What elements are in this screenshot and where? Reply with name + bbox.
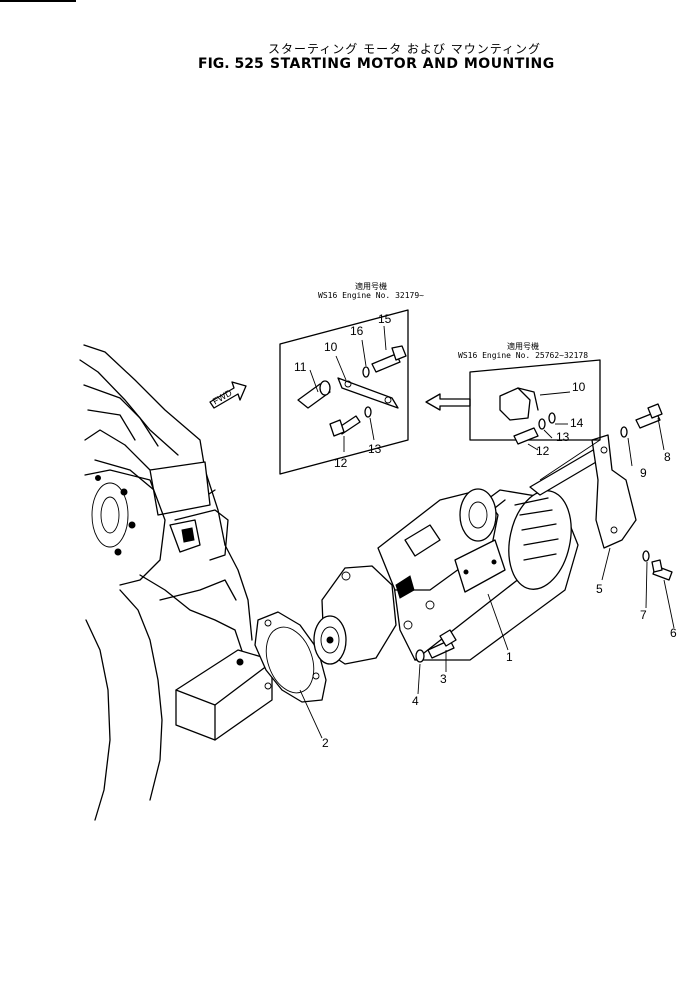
corner-rule	[0, 0, 76, 2]
upper-note-label: 適用号機	[354, 282, 387, 291]
callout-upper-12: 12	[334, 456, 348, 470]
callout-upper-16: 16	[350, 324, 364, 338]
callout-5: 5	[596, 582, 603, 596]
detail-box-right	[469, 359, 601, 445]
detail-box-upper	[279, 309, 409, 475]
callout-7: 7	[640, 608, 647, 622]
callout-2: 2	[322, 736, 329, 750]
fwd-arrow	[209, 381, 247, 409]
upper-note: 適用号機 WS16 Engine No. 32179~	[318, 282, 424, 300]
callout-right-14: 14	[570, 416, 584, 430]
callout-upper-13: 13	[368, 442, 382, 456]
title-japanese: スターティング モータ および マウンティング	[268, 42, 542, 56]
callout-6: 6	[670, 626, 677, 640]
reference-arrow	[425, 393, 471, 411]
figure-number: FIG. 525	[198, 56, 264, 72]
callout-right-13: 13	[556, 430, 570, 444]
callout-4: 4	[412, 694, 419, 708]
callout-8: 8	[664, 450, 671, 464]
bolt-3-washer-4	[415, 629, 457, 663]
bolt-8-washer-9	[620, 403, 663, 438]
gasket	[254, 611, 327, 703]
right-note-label: 適用号機	[507, 342, 540, 351]
callout-right-12: 12	[536, 444, 550, 458]
upper-note-text: WS16 Engine No. 32179~	[318, 291, 424, 300]
figure-title: STARTING MOTOR AND MOUNTING	[270, 56, 555, 72]
engine-block	[79, 344, 273, 821]
callout-right-10: 10	[572, 380, 586, 394]
starting-motor	[313, 445, 609, 665]
leader-lines	[299, 325, 675, 739]
bracket	[591, 434, 637, 549]
bolt-6-washer-7	[642, 550, 673, 581]
right-note: 適用号機 WS16 Engine No. 25762~32178	[458, 342, 588, 360]
callout-3: 3	[440, 672, 447, 686]
callout-1: 1	[506, 650, 513, 664]
callout-9: 9	[640, 466, 647, 480]
callout-upper-15: 15	[378, 312, 392, 326]
callout-upper-10: 10	[324, 340, 338, 354]
callout-upper-11: 11	[294, 360, 307, 374]
right-note-text: WS16 Engine No. 25762~32178	[458, 351, 589, 360]
